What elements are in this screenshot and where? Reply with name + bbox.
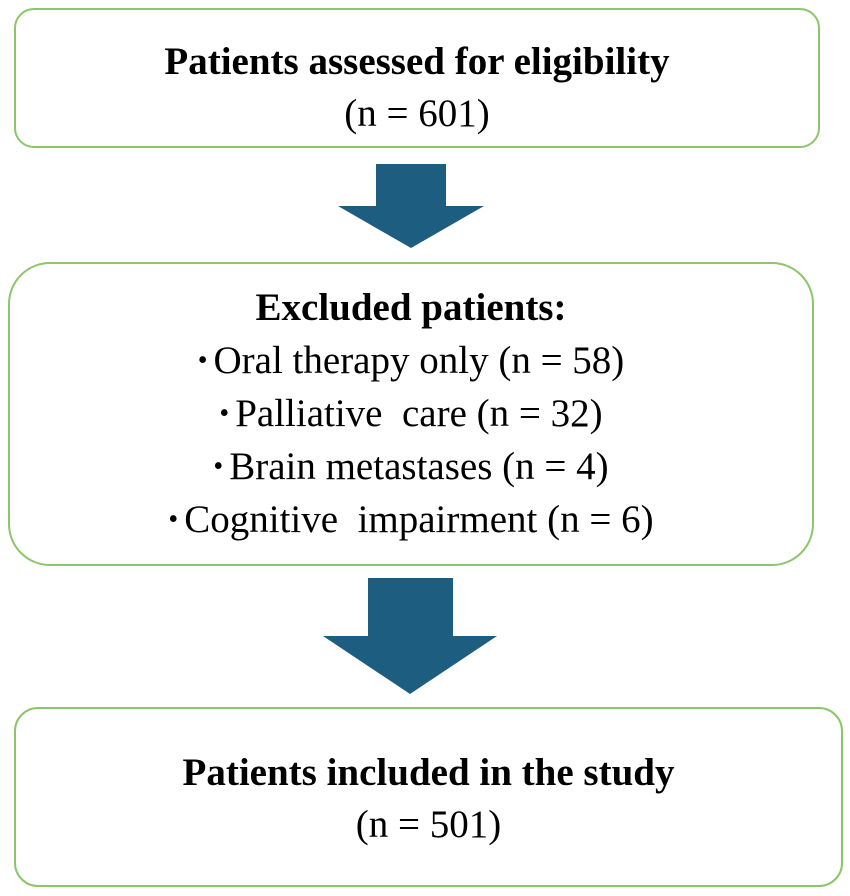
included-count: (n = 501) bbox=[355, 803, 502, 846]
excluded-title: Excluded patients: bbox=[255, 286, 567, 329]
arrow-2-shape bbox=[323, 578, 497, 694]
included-title: Patients included in the study bbox=[182, 751, 675, 794]
exclusion-item: •Brain metastases (n = 4) bbox=[10, 440, 812, 493]
arrow-1-shape bbox=[338, 164, 484, 248]
excluded-box: Excluded patients: •Oral therapy only (n… bbox=[8, 262, 814, 566]
included-box: Patients included in the study (n = 501) bbox=[14, 707, 843, 887]
assessed-box: Patients assessed for eligibility (n = 6… bbox=[14, 8, 820, 148]
exclusion-item: •Palliative care (n = 32) bbox=[10, 387, 812, 440]
assessed-count: (n = 601) bbox=[344, 92, 490, 135]
bullet: • bbox=[219, 398, 230, 429]
bullet: • bbox=[197, 345, 208, 376]
exclusion-item-text: Cognitive impairment (n = 6) bbox=[184, 498, 654, 541]
bullet: • bbox=[213, 451, 224, 482]
exclusion-item: •Oral therapy only (n = 58) bbox=[10, 334, 812, 387]
down-arrow-icon bbox=[323, 578, 497, 694]
down-arrow-icon bbox=[338, 164, 484, 248]
exclusion-item-text: Palliative care (n = 32) bbox=[235, 392, 603, 435]
exclusion-item-text: Oral therapy only (n = 58) bbox=[213, 339, 625, 382]
bullet: • bbox=[168, 504, 179, 535]
exclusion-list: •Oral therapy only (n = 58) •Palliative … bbox=[10, 334, 812, 546]
exclusion-item: •Cognitive impairment (n = 6) bbox=[10, 493, 812, 546]
assessed-title: Patients assessed for eligibility bbox=[164, 40, 670, 83]
exclusion-item-text: Brain metastases (n = 4) bbox=[229, 445, 609, 488]
